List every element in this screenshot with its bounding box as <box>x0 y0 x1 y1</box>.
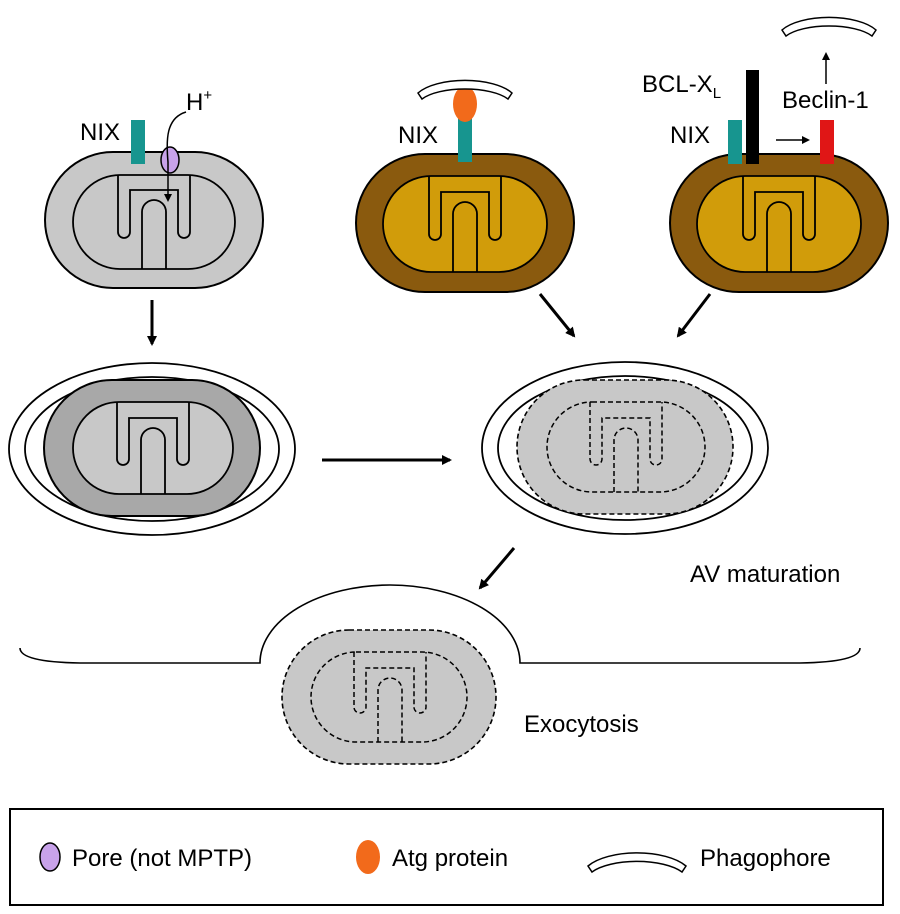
beclin-1-bar <box>820 120 834 164</box>
mitochondrion-gold-bclxl: BCL-XL Beclin-1 NIX <box>642 16 889 293</box>
arrow-right-diagonal <box>676 293 712 338</box>
phagophore-icon <box>781 16 877 38</box>
h-plus-label: H+ <box>186 87 212 116</box>
autophagosome-right <box>481 361 769 535</box>
arrow-to-exocytosis <box>478 547 516 590</box>
legend-item-phagophore: Phagophore <box>587 845 831 874</box>
arrow-mid-diagonal <box>538 293 576 338</box>
legend-item-pore: Pore (not MPTP) <box>39 842 252 872</box>
phagophore-icon <box>587 852 687 874</box>
legend-box <box>9 808 884 906</box>
beclin-1-label: Beclin-1 <box>782 87 869 114</box>
bclxl-label: BCL-XL <box>642 71 721 102</box>
nix-receptor <box>131 120 145 164</box>
pore-icon <box>160 146 180 174</box>
nix-receptor <box>728 120 742 164</box>
nix-label-2: NIX <box>398 122 438 149</box>
legend: Pore (not MPTP) Atg protein Phagophore <box>9 808 884 906</box>
atg-protein-icon <box>356 840 380 874</box>
bclxl-bar <box>746 70 759 164</box>
legend-atg-label: Atg protein <box>392 845 508 872</box>
mitochondrion-gray-pore: NIX H+ <box>44 87 264 289</box>
phagophore-icon <box>417 79 513 101</box>
legend-pore-label: Pore (not MPTP) <box>72 845 252 872</box>
av-maturation-label: AV maturation <box>690 561 840 588</box>
autophagosome-left <box>8 362 296 536</box>
pore-icon <box>39 842 61 872</box>
plasma-membrane <box>19 584 861 664</box>
exocytosed-mitochondrion <box>281 629 497 765</box>
nix-label-1: NIX <box>80 119 120 146</box>
mitochondrion-gold-atg: NIX <box>355 79 575 293</box>
nix-label-3: NIX <box>670 122 710 149</box>
atg-protein-icon <box>453 86 477 122</box>
exocytosis-label: Exocytosis <box>524 711 639 738</box>
proton-arrow <box>164 111 187 202</box>
nix-receptor <box>458 118 472 162</box>
legend-phagophore-label: Phagophore <box>700 845 831 872</box>
legend-item-atg: Atg protein <box>356 840 508 874</box>
